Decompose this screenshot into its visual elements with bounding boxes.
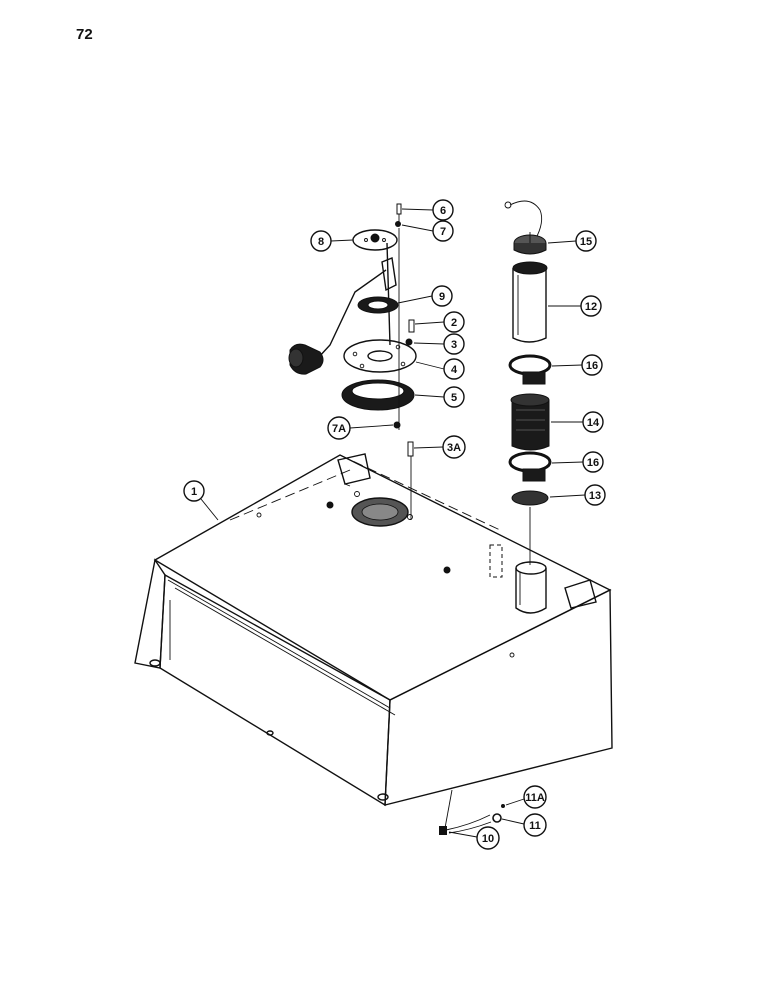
callout-1: 1 [183, 480, 219, 521]
callout-3: 3 [413, 333, 465, 355]
svg-text:11A: 11A [525, 792, 545, 804]
callout-16-lower: 16 [551, 451, 604, 473]
callout-3a: 3A [413, 435, 466, 459]
svg-text:16: 16 [586, 360, 598, 372]
callout-8: 8 [310, 230, 354, 252]
svg-text:10: 10 [482, 833, 494, 845]
callout-7a: 7A [327, 416, 394, 440]
callout-7: 7 [401, 220, 454, 242]
svg-text:6: 6 [440, 205, 446, 217]
svg-text:7A: 7A [332, 423, 346, 435]
svg-text:7: 7 [440, 226, 446, 238]
svg-text:12: 12 [585, 301, 597, 313]
callout-11a: 11A [505, 785, 547, 809]
fuel-tank [134, 453, 613, 807]
callout-14: 14 [551, 411, 604, 433]
callout-4: 4 [415, 358, 465, 380]
page-number: 72 [76, 26, 93, 43]
svg-text:14: 14 [587, 417, 600, 429]
float [288, 343, 324, 375]
callout-15: 15 [547, 230, 597, 252]
callout-9: 9 [397, 285, 453, 307]
callout-11: 11 [501, 813, 547, 837]
svg-text:3A: 3A [447, 442, 461, 454]
svg-text:5: 5 [451, 392, 457, 404]
svg-text:13: 13 [589, 490, 601, 502]
svg-text:8: 8 [318, 236, 324, 248]
callout-13: 13 [549, 484, 606, 506]
svg-text:2: 2 [451, 317, 457, 329]
callout-5: 5 [414, 386, 465, 408]
svg-text:1: 1 [191, 486, 197, 498]
fuel-level-sender [288, 203, 417, 520]
filler-assembly [504, 200, 552, 565]
callout-16-upper: 16 [551, 354, 603, 376]
callout-2: 2 [414, 311, 465, 333]
svg-text:3: 3 [451, 339, 457, 351]
svg-text:11: 11 [529, 820, 541, 832]
callout-6: 6 [401, 199, 454, 221]
callout-12: 12 [548, 295, 602, 317]
drain-plug-assembly [439, 789, 505, 835]
svg-text:15: 15 [580, 236, 592, 248]
callout-10: 10 [448, 826, 500, 850]
svg-text:9: 9 [439, 291, 445, 303]
svg-text:4: 4 [451, 364, 458, 376]
svg-text:16: 16 [587, 457, 599, 469]
